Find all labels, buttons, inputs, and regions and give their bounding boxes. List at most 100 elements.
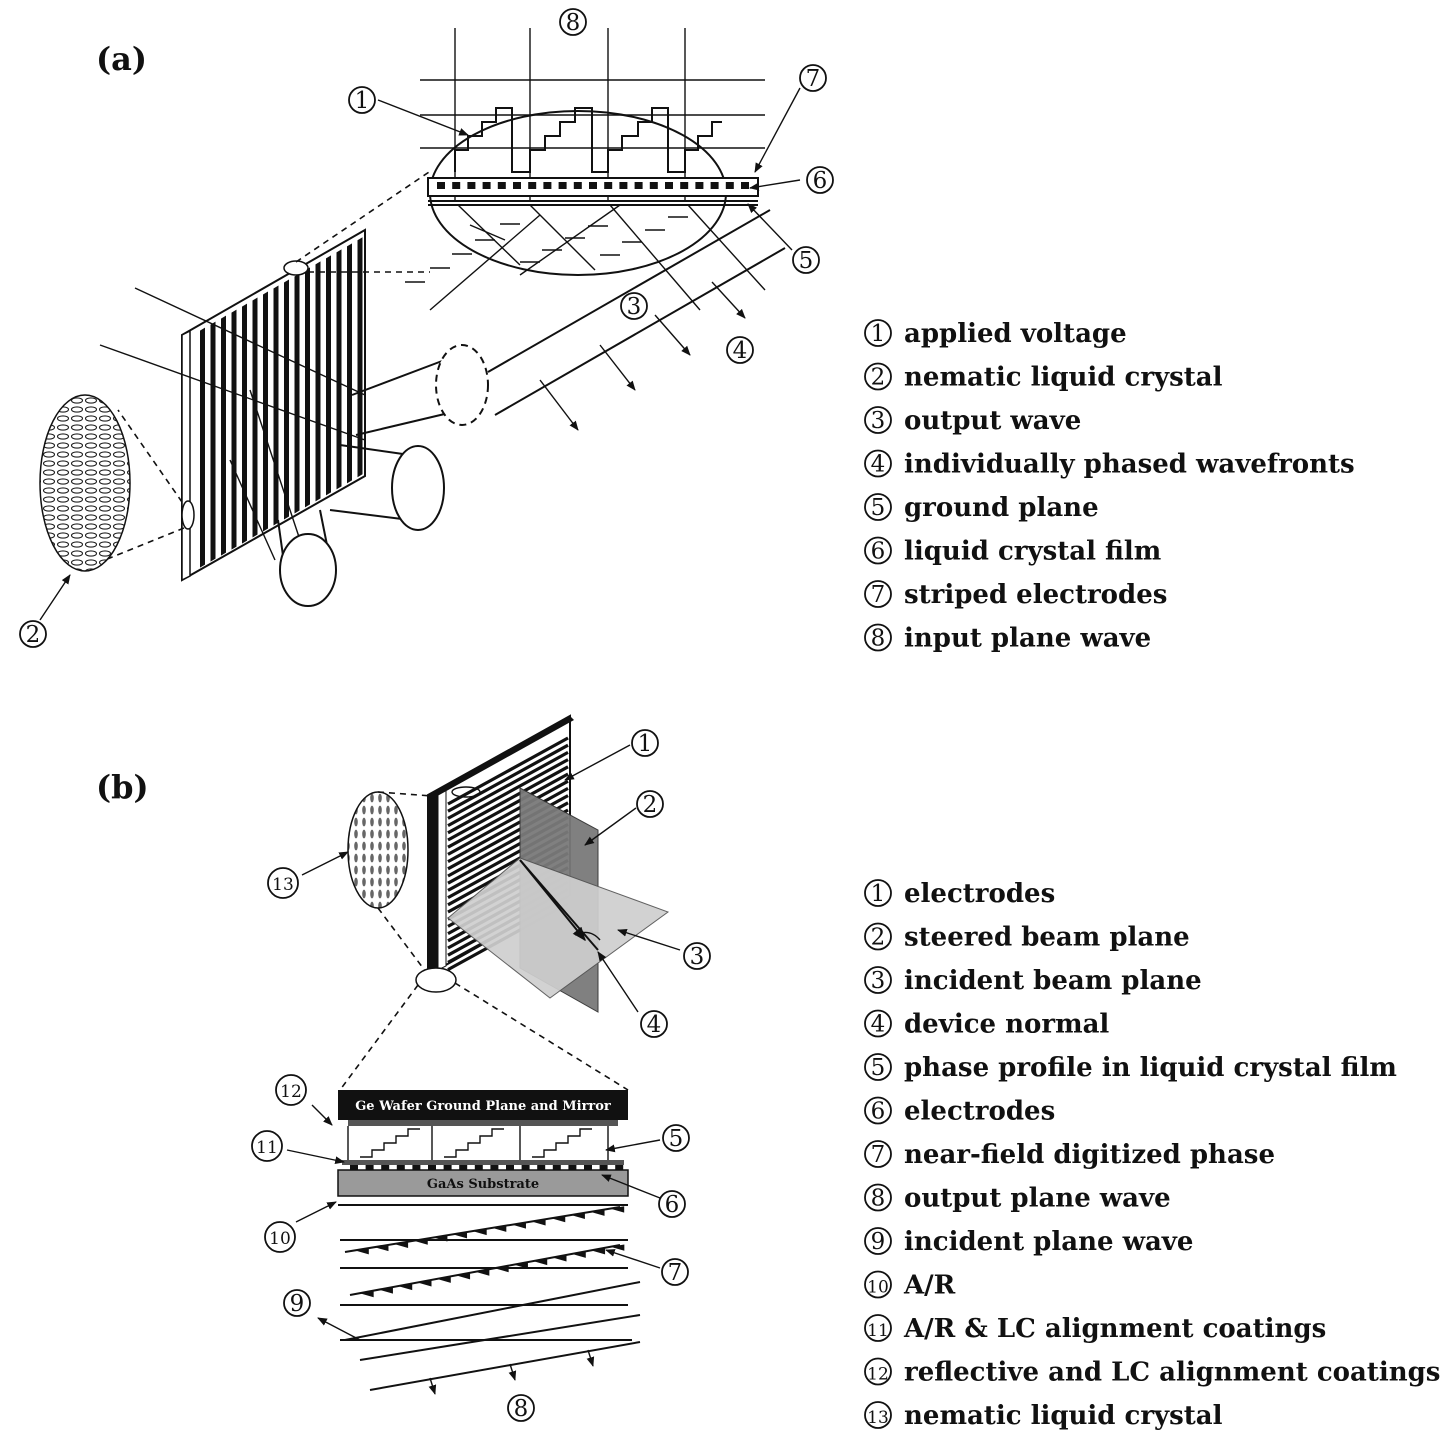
svg-text:2: 2: [643, 792, 658, 818]
legend-text: ground plane: [904, 493, 1099, 523]
legend-number: 5: [871, 495, 886, 521]
legend-item: 6 liquid crystal film: [864, 536, 1161, 567]
legend-text: applied voltage: [904, 319, 1127, 349]
legend-number: 6: [871, 1099, 886, 1125]
legend-number-circle: [864, 1183, 892, 1212]
legend-text: output wave: [904, 406, 1081, 436]
svg-text:3: 3: [690, 944, 705, 970]
panel-a-label: (a): [96, 40, 147, 78]
legend-text: individually phased wavefronts: [904, 450, 1355, 480]
legend-text: striped electrodes: [904, 580, 1167, 610]
legend-number: 8: [871, 1186, 886, 1212]
legend-number: 7: [871, 582, 886, 608]
callout-b-10: 10: [264, 1221, 296, 1253]
legend-number-circle: [864, 1270, 892, 1299]
svg-text:7: 7: [668, 1260, 683, 1286]
phase-profile-staircase: [360, 1128, 592, 1158]
legend-item: 4 individually phased wavefronts: [864, 450, 1355, 480]
legend-number: 2: [871, 365, 886, 391]
legend-item: 10 A/R: [864, 1270, 956, 1301]
callout-a-4: 4: [726, 336, 754, 364]
legend-number-circle: [864, 1140, 892, 1168]
legend-number: 10: [867, 1278, 889, 1298]
output-wave: [487, 209, 786, 431]
incident-and-output-plane-waves: [317, 1281, 641, 1395]
applied-voltage-staircase: [454, 107, 722, 173]
incident-beam-plane: [447, 857, 670, 999]
legend-number: 11: [867, 1321, 889, 1341]
legend-text: device normal: [904, 1010, 1109, 1040]
legend-number-circle: [864, 1357, 892, 1386]
legend-text: liquid crystal film: [904, 537, 1161, 567]
legend-number: 1: [871, 321, 886, 347]
legend-number-circle: [864, 536, 892, 565]
callout-a-1: 1: [348, 86, 376, 114]
legend-number: 5: [871, 1055, 886, 1081]
legend-number-circle: [864, 1096, 892, 1125]
svg-text:3: 3: [627, 294, 642, 320]
legend-text: A/R & LC alignment coatings: [903, 1314, 1326, 1344]
svg-text:13: 13: [272, 875, 294, 895]
legend-number-circle: [864, 623, 892, 652]
callout-b-1: 1: [631, 729, 659, 757]
legend-item: 5 ground plane: [864, 493, 1099, 523]
wafer-label: Ge Wafer Ground Plane and Mirror: [355, 1099, 611, 1114]
legend-number: 4: [871, 452, 886, 478]
legend-number-circle: [864, 406, 892, 434]
panel-b: (b) Ge Wafer Ground Plane and: [96, 714, 1440, 1431]
legend-text: phase profile in liquid crystal film: [904, 1053, 1397, 1083]
legend-number-circle: [864, 319, 892, 347]
legend-number: 8: [871, 626, 886, 652]
legend-number: 3: [871, 968, 886, 994]
legend-number-circle: [864, 1053, 892, 1081]
legend-text: nematic liquid crystal: [904, 363, 1223, 393]
striped-electrodes: [437, 182, 749, 189]
callout-a-5: 5: [792, 246, 820, 274]
legend-number-circle: [864, 922, 892, 951]
legend-number: 12: [867, 1365, 889, 1385]
svg-text:4: 4: [733, 338, 748, 364]
legend-number-circle: [864, 362, 892, 391]
legend-text: nematic liquid crystal: [904, 1401, 1223, 1431]
legend-number: 3: [871, 408, 886, 434]
legend-text: input plane wave: [904, 624, 1151, 654]
svg-text:8: 8: [514, 1396, 529, 1422]
svg-text:2: 2: [26, 622, 41, 648]
legend-item: 11 A/R & LC alignment coatings: [864, 1314, 1326, 1344]
legend-number: 7: [871, 1142, 886, 1168]
device-cross-section: Ge Wafer Ground Plane and Mirror GaAs Su…: [337, 1090, 629, 1206]
svg-text:12: 12: [280, 1082, 302, 1102]
callout-a-6: 6: [806, 166, 834, 194]
panel-a-legend: 1 applied voltage 2 nematic liquid crystal 3…: [864, 319, 1355, 654]
callout-b-6: 6: [658, 1190, 686, 1218]
legend-text: A/R: [903, 1271, 956, 1301]
nematic-lc-molecules: [39, 394, 131, 572]
lc-device-plate: [181, 228, 366, 582]
callout-b-11: 11: [251, 1130, 283, 1162]
svg-text:8: 8: [566, 10, 581, 36]
legend-number: 6: [871, 539, 886, 565]
callout-b-8: 8: [507, 1394, 535, 1422]
svg-text:9: 9: [290, 1291, 305, 1317]
legend-item: 4 device normal: [864, 1010, 1109, 1040]
svg-text:4: 4: [647, 1012, 662, 1038]
legend-text: steered beam plane: [904, 923, 1190, 953]
legend-item: 2 nematic liquid crystal: [864, 362, 1223, 393]
nematic-lc-molecules-b: [347, 791, 409, 909]
callout-b-4: 4: [640, 1010, 668, 1038]
svg-text:5: 5: [669, 1126, 684, 1152]
legend-number: 9: [871, 1229, 886, 1255]
legend-number-circle: [864, 580, 892, 608]
device-normal-arrows: [519, 859, 601, 951]
legend-number-circle: [864, 1227, 892, 1255]
callout-a-7: 7: [799, 64, 827, 92]
svg-text:6: 6: [665, 1192, 680, 1218]
legend-number: 4: [871, 1012, 886, 1038]
legend-text: reflective and LC alignment coatings: [904, 1358, 1440, 1388]
